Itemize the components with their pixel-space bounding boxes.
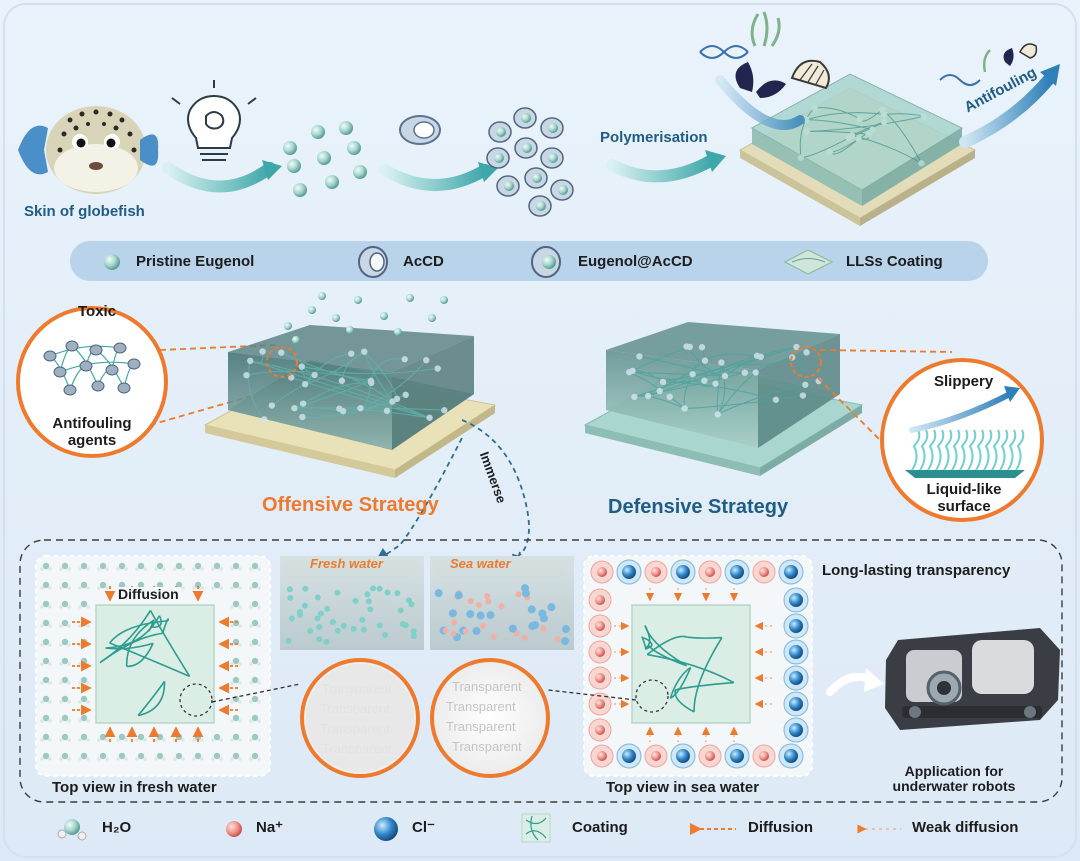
sea-coating-square	[631, 604, 751, 724]
fresh-coating-square	[95, 604, 215, 724]
bottom-dashed-panel	[19, 539, 1063, 803]
top-view-fresh-label: Top view in fresh water	[52, 779, 217, 796]
mussel-icon	[735, 62, 786, 98]
legend-sphere-icon	[104, 254, 120, 270]
sea-lens-text-2: Transparent	[446, 699, 516, 714]
fresh-water-label: Fresh water	[310, 556, 383, 571]
legend-label-coating: Coating	[572, 819, 628, 836]
legend-ring-sphere-icon	[531, 246, 561, 278]
fresh-zoom-marker	[179, 683, 213, 717]
legend-chloride-icon	[374, 817, 398, 841]
sea-lens-text-3: Transparent	[446, 719, 516, 734]
legend-label-lls-coating: LLSs Coating	[846, 253, 943, 270]
dna-icon	[699, 45, 749, 59]
sea-water-tank	[430, 556, 574, 650]
legend-coating-network-icon	[521, 813, 551, 843]
legend-label-eugenol-accd: Eugenol@AcCD	[578, 253, 693, 270]
antifouling-agent-network	[43, 340, 141, 396]
toxic-label: Toxic	[78, 303, 117, 320]
globefish-icon	[18, 106, 159, 194]
legend-label-accd: AcCD	[403, 253, 444, 270]
robot-arrow-head	[864, 668, 884, 692]
lightbulb-icon	[171, 80, 257, 161]
underwater-robot-icon	[885, 628, 1060, 730]
diffusion-label: Diffusion	[116, 586, 181, 603]
legend-label-water: H₂O	[102, 819, 132, 836]
legend-label-pristine-eugenol: Pristine Eugenol	[136, 253, 255, 270]
source-label: Skin of globefish	[24, 203, 145, 220]
offensive-coating-block	[203, 325, 497, 478]
long-lasting-transparency-label: Long-lasting transparency	[822, 562, 1011, 579]
sea-ions-ring	[588, 559, 809, 769]
fresh-zoom-line	[211, 683, 301, 703]
arrow-2	[379, 164, 491, 191]
legend-ring-icon	[358, 246, 388, 278]
immerse-arrow-fresh	[375, 437, 463, 563]
eugenol-cluster	[283, 121, 367, 197]
immerse-arrow	[461, 419, 530, 556]
fresh-lens-text-2: Transparent	[320, 701, 390, 716]
legend-water-molecule-icon	[57, 819, 87, 841]
fresh-water-tank	[280, 556, 424, 650]
antifouling-agents-label: Antifouling agents	[52, 415, 132, 449]
sea-zoom-marker	[635, 679, 669, 713]
zoom-line-4	[817, 377, 911, 471]
accd-ring-icon	[399, 115, 441, 145]
antifouling-arrow	[959, 72, 1056, 148]
toxic-zoom-circle	[16, 306, 168, 458]
zoom-line-3	[819, 349, 953, 353]
legend-sodium-icon	[226, 821, 242, 837]
released-eugenol	[284, 292, 448, 344]
legend-bar	[70, 241, 988, 281]
legend-label-diffusion: Diffusion	[748, 819, 813, 836]
sea-zoom-line	[547, 689, 637, 701]
eugenol-accd-cluster	[486, 107, 574, 217]
liquid-like-surface-label: Liquid-like surface	[926, 481, 1002, 515]
weak-diffusion-arrows	[614, 588, 772, 742]
algae-icon	[750, 11, 781, 47]
fresh-lens-text-1: Transparent	[322, 681, 392, 696]
sea-lens-text-4: Transparent	[452, 739, 522, 754]
figure-frame	[3, 3, 1077, 858]
fresh-lens-text-3: Transparent	[320, 721, 390, 736]
polymerisation-arrow-head	[705, 150, 726, 172]
offensive-zoom-marker	[266, 346, 298, 378]
defensive-strategy-label: Defensive Strategy	[608, 496, 789, 518]
top-view-sea-label: Top view in sea water	[606, 779, 760, 796]
robot-application-label: Application for underwater robots	[892, 763, 1016, 795]
legend-label-sodium: Na⁺	[256, 819, 284, 836]
sea-lens-circle	[430, 658, 550, 778]
offensive-strategy-label: Offensive Strategy	[262, 494, 439, 516]
polymerisation-label: Polymerisation	[600, 129, 708, 146]
legend-coating-tile-icon	[783, 249, 834, 275]
small-organisms-icon	[939, 43, 1038, 86]
slippery-surface-icon	[905, 386, 1025, 478]
organism-arrow	[715, 75, 805, 130]
legend-label-weak-diffusion: Weak diffusion	[912, 819, 1019, 836]
fresh-lens-text-4: Transparent	[322, 741, 392, 756]
defensive-coating-block	[583, 322, 864, 476]
sea-lens-text-1: Transparent	[452, 679, 522, 694]
lls-coating-tile	[738, 73, 977, 226]
defensive-zoom-marker	[790, 346, 822, 378]
antifouling-arrow-head	[1040, 64, 1060, 86]
polymerisation-arrow	[606, 154, 718, 183]
shell-icon	[790, 59, 830, 90]
arrow-1	[162, 162, 276, 193]
slippery-label: Slippery	[934, 373, 994, 390]
sea-water-label: Sea water	[450, 556, 511, 571]
arrow-1-head	[262, 160, 282, 180]
legend-label-chloride: Cl⁻	[412, 819, 435, 836]
